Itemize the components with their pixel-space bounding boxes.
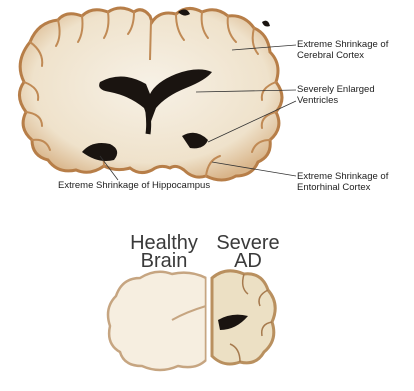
label-cerebral-cortex-line1: Extreme Shrinkage of bbox=[297, 39, 388, 50]
label-entorhinal-line1: Extreme Shrinkage of bbox=[297, 171, 388, 182]
label-cerebral-cortex: Extreme Shrinkage of Cerebral Cortex bbox=[297, 39, 388, 61]
severe-heading-line2: AD bbox=[208, 252, 288, 270]
label-ventricles-line2: Ventricles bbox=[297, 95, 375, 106]
healthy-brain-half bbox=[108, 272, 206, 370]
label-entorhinal-cortex: Extreme Shrinkage of Entorhinal Cortex bbox=[297, 171, 388, 193]
healthy-brain-heading: Healthy Brain bbox=[116, 234, 212, 270]
label-cerebral-cortex-line2: Cerebral Cortex bbox=[297, 50, 388, 61]
label-hippocampus: Extreme Shrinkage of Hippocampus bbox=[58, 180, 210, 191]
severe-ad-heading: Severe AD bbox=[208, 234, 288, 270]
label-entorhinal-line2: Entorhinal Cortex bbox=[297, 182, 388, 193]
label-ventricles-line1: Severely Enlarged bbox=[297, 84, 375, 95]
healthy-heading-line2: Brain bbox=[116, 252, 212, 270]
ad-brain-section bbox=[19, 8, 282, 180]
label-hippocampus-text: Extreme Shrinkage of Hippocampus bbox=[58, 180, 210, 191]
label-ventricles: Severely Enlarged Ventricles bbox=[297, 84, 375, 106]
comparison-section bbox=[108, 268, 275, 370]
